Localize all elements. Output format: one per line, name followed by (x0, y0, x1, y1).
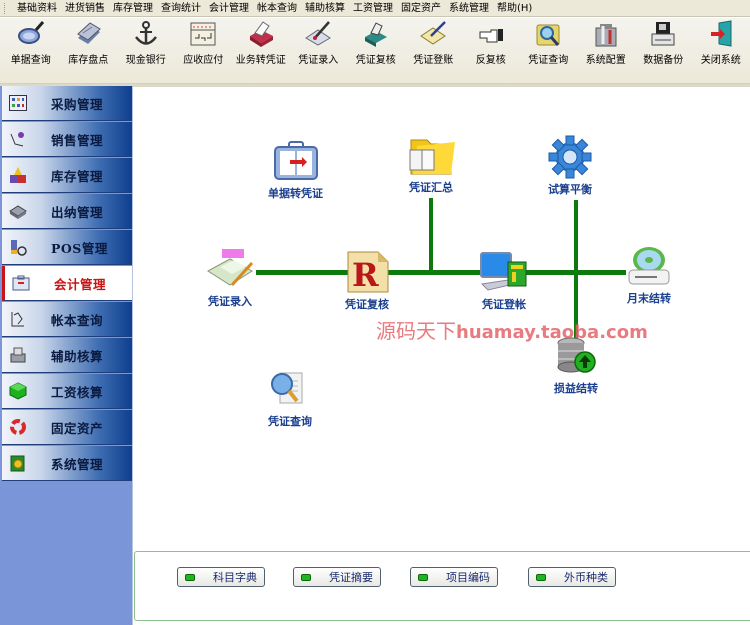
anchor-icon (132, 20, 160, 48)
toolbar-exit-system-button[interactable]: 关闭系统 (692, 18, 750, 66)
voucher-summary-text-button[interactable]: 凭证摘要 (293, 567, 381, 587)
tools-icon (592, 20, 620, 48)
sidebar-item-payroll[interactable]: 工资核算 (2, 374, 132, 409)
sidebar-item-fixed-assets[interactable]: 固定资产 (2, 410, 132, 445)
book-pen-icon (419, 20, 447, 48)
node-pl-transfer[interactable]: 损益结转 (550, 334, 602, 396)
gear-book-icon (8, 453, 28, 473)
exit-door-icon (707, 20, 735, 48)
toolbar-divider (0, 84, 750, 87)
pos-icon (8, 237, 28, 257)
printer-icon (8, 345, 28, 365)
menu-basic-data[interactable]: 基础资料 (17, 2, 57, 14)
ledger-icon (8, 309, 28, 329)
toolbar-unreview-button[interactable]: 反复核 (462, 18, 520, 66)
floppy-icon (649, 20, 677, 48)
node-voucher-posting[interactable]: 凭证登帐 (478, 250, 530, 312)
stack-icon (74, 20, 102, 48)
toolbar-voucher-query-button[interactable]: 凭证查询 (520, 18, 578, 66)
toolbar-voucher-entry-button[interactable]: 凭证录入 (290, 18, 348, 66)
menu-bar: 基础资料 进货销售 库存管理 查询统计 会计管理 帐本查询 辅助核算 工资管理 … (0, 0, 750, 17)
watermark: 源码天下huamay.taoba.com (376, 319, 648, 343)
sidebar-item-pos[interactable]: POS管理 (2, 230, 132, 265)
toolbar-business-to-voucher-button[interactable]: 业务转凭证 (232, 18, 290, 66)
flow-line-trial-pl (574, 200, 578, 352)
menu-ledger-query[interactable]: 帐本查询 (257, 2, 297, 14)
pen-paper-icon (304, 20, 332, 48)
boxes-icon (8, 165, 28, 185)
folder-book-icon (405, 133, 457, 177)
toolbar: 单据查询 库存盘点 现金银行 应收应付 业务转凭证 凭证录入 凭证复核 (0, 18, 750, 84)
sidebar-item-aux-accounting[interactable]: 辅助核算 (2, 338, 132, 373)
toolbar-cash-bank-button[interactable]: 现金银行 (117, 18, 175, 66)
project-code-button[interactable]: 项目编码 (410, 567, 498, 587)
menu-help[interactable]: 帮助(H) (497, 2, 533, 14)
sidebar-item-purchase[interactable]: 采购管理 (2, 86, 132, 121)
sidebar: 采购管理 销售管理 库存管理 出纳管理 POS管理 会计管理 帐本查询 辅助核算… (0, 86, 133, 625)
toolbar-system-config-button[interactable]: 系统配置 (577, 18, 635, 66)
cashbox-icon (8, 201, 28, 221)
gear-icon (544, 135, 596, 179)
briefcase-icon (11, 273, 31, 293)
toolbar-bill-query-button[interactable]: 单据查询 (2, 18, 60, 66)
flow-line-entry-review (256, 270, 348, 275)
toolbar-voucher-posting-button[interactable]: 凭证登账 (405, 18, 463, 66)
menu-grip (4, 2, 7, 14)
sidebar-item-accounting[interactable]: 会计管理 (2, 266, 132, 301)
toolbar-data-backup-button[interactable]: 数据备份 (635, 18, 693, 66)
grid-icon (8, 93, 28, 113)
computer-ledger-icon (478, 250, 530, 294)
green-led-icon (185, 573, 195, 581)
node-bill-to-voucher[interactable]: 单据转凭证 (268, 139, 323, 201)
green-led-icon (418, 573, 428, 581)
sidebar-item-ledger-query[interactable]: 帐本查询 (2, 302, 132, 337)
node-voucher-review[interactable]: R 凭证复核 (341, 250, 393, 312)
menu-query-stats[interactable]: 查询统计 (161, 2, 201, 14)
menu-purchase-sales[interactable]: 进货销售 (65, 2, 105, 14)
sidebar-item-cashier[interactable]: 出纳管理 (2, 194, 132, 229)
menu-payroll[interactable]: 工资管理 (353, 2, 393, 14)
menu-inventory[interactable]: 库存管理 (113, 2, 153, 14)
flow-line-review-posting (388, 270, 482, 275)
toolbar-voucher-review-button[interactable]: 凭证复核 (347, 18, 405, 66)
disc-drive-icon (623, 244, 675, 288)
paper-pencil-icon (204, 247, 256, 291)
green-cube-icon (8, 381, 28, 401)
r-document-icon: R (341, 250, 393, 294)
toolbar-inventory-count-button[interactable]: 库存盘点 (60, 18, 118, 66)
svg-text:R: R (352, 256, 379, 294)
card-box-icon (247, 20, 275, 48)
pointing-hand-icon (477, 20, 505, 48)
node-month-end-close[interactable]: 月末结转 (623, 244, 675, 306)
folder-search-icon (534, 20, 562, 48)
sidebar-item-inventory[interactable]: 库存管理 (2, 158, 132, 193)
database-upload-icon (550, 334, 602, 378)
recycle-icon (8, 417, 28, 437)
briefcase-transfer-icon (270, 139, 322, 183)
magnifier-icon (17, 20, 45, 48)
menu-fixed-assets[interactable]: 固定资产 (401, 2, 441, 14)
flow-line-summary (429, 198, 433, 273)
node-voucher-summary[interactable]: 凭证汇总 (405, 133, 457, 195)
green-led-icon (301, 573, 311, 581)
node-voucher-entry[interactable]: 凭证录入 (204, 247, 256, 309)
toolbar-receivable-payable-button[interactable]: 应收应付 (175, 18, 233, 66)
shortcut-panel: 科目字典 凭证摘要 项目编码 外币种类 (134, 551, 750, 621)
pen-icon (8, 129, 28, 149)
menu-aux-accounting[interactable]: 辅助核算 (305, 2, 345, 14)
scanner-icon (362, 20, 390, 48)
green-led-icon (536, 573, 546, 581)
currency-type-button[interactable]: 外币种类 (528, 567, 616, 587)
calculator-icon (189, 20, 217, 48)
sidebar-item-sales[interactable]: 销售管理 (2, 122, 132, 157)
accounting-flow-diagram: 单据转凭证 凭证汇总 试算平衡 凭证录入 R 凭证复核 凭证登帐 月末结转 (134, 87, 750, 549)
node-trial-balance[interactable]: 试算平衡 (544, 135, 596, 197)
node-voucher-query[interactable]: 凭证查询 (264, 367, 316, 429)
account-dictionary-button[interactable]: 科目字典 (177, 567, 265, 587)
menu-system[interactable]: 系统管理 (449, 2, 489, 14)
document-search-icon (264, 367, 316, 411)
sidebar-item-system-mgmt[interactable]: 系统管理 (2, 446, 132, 481)
menu-accounting[interactable]: 会计管理 (209, 2, 249, 14)
